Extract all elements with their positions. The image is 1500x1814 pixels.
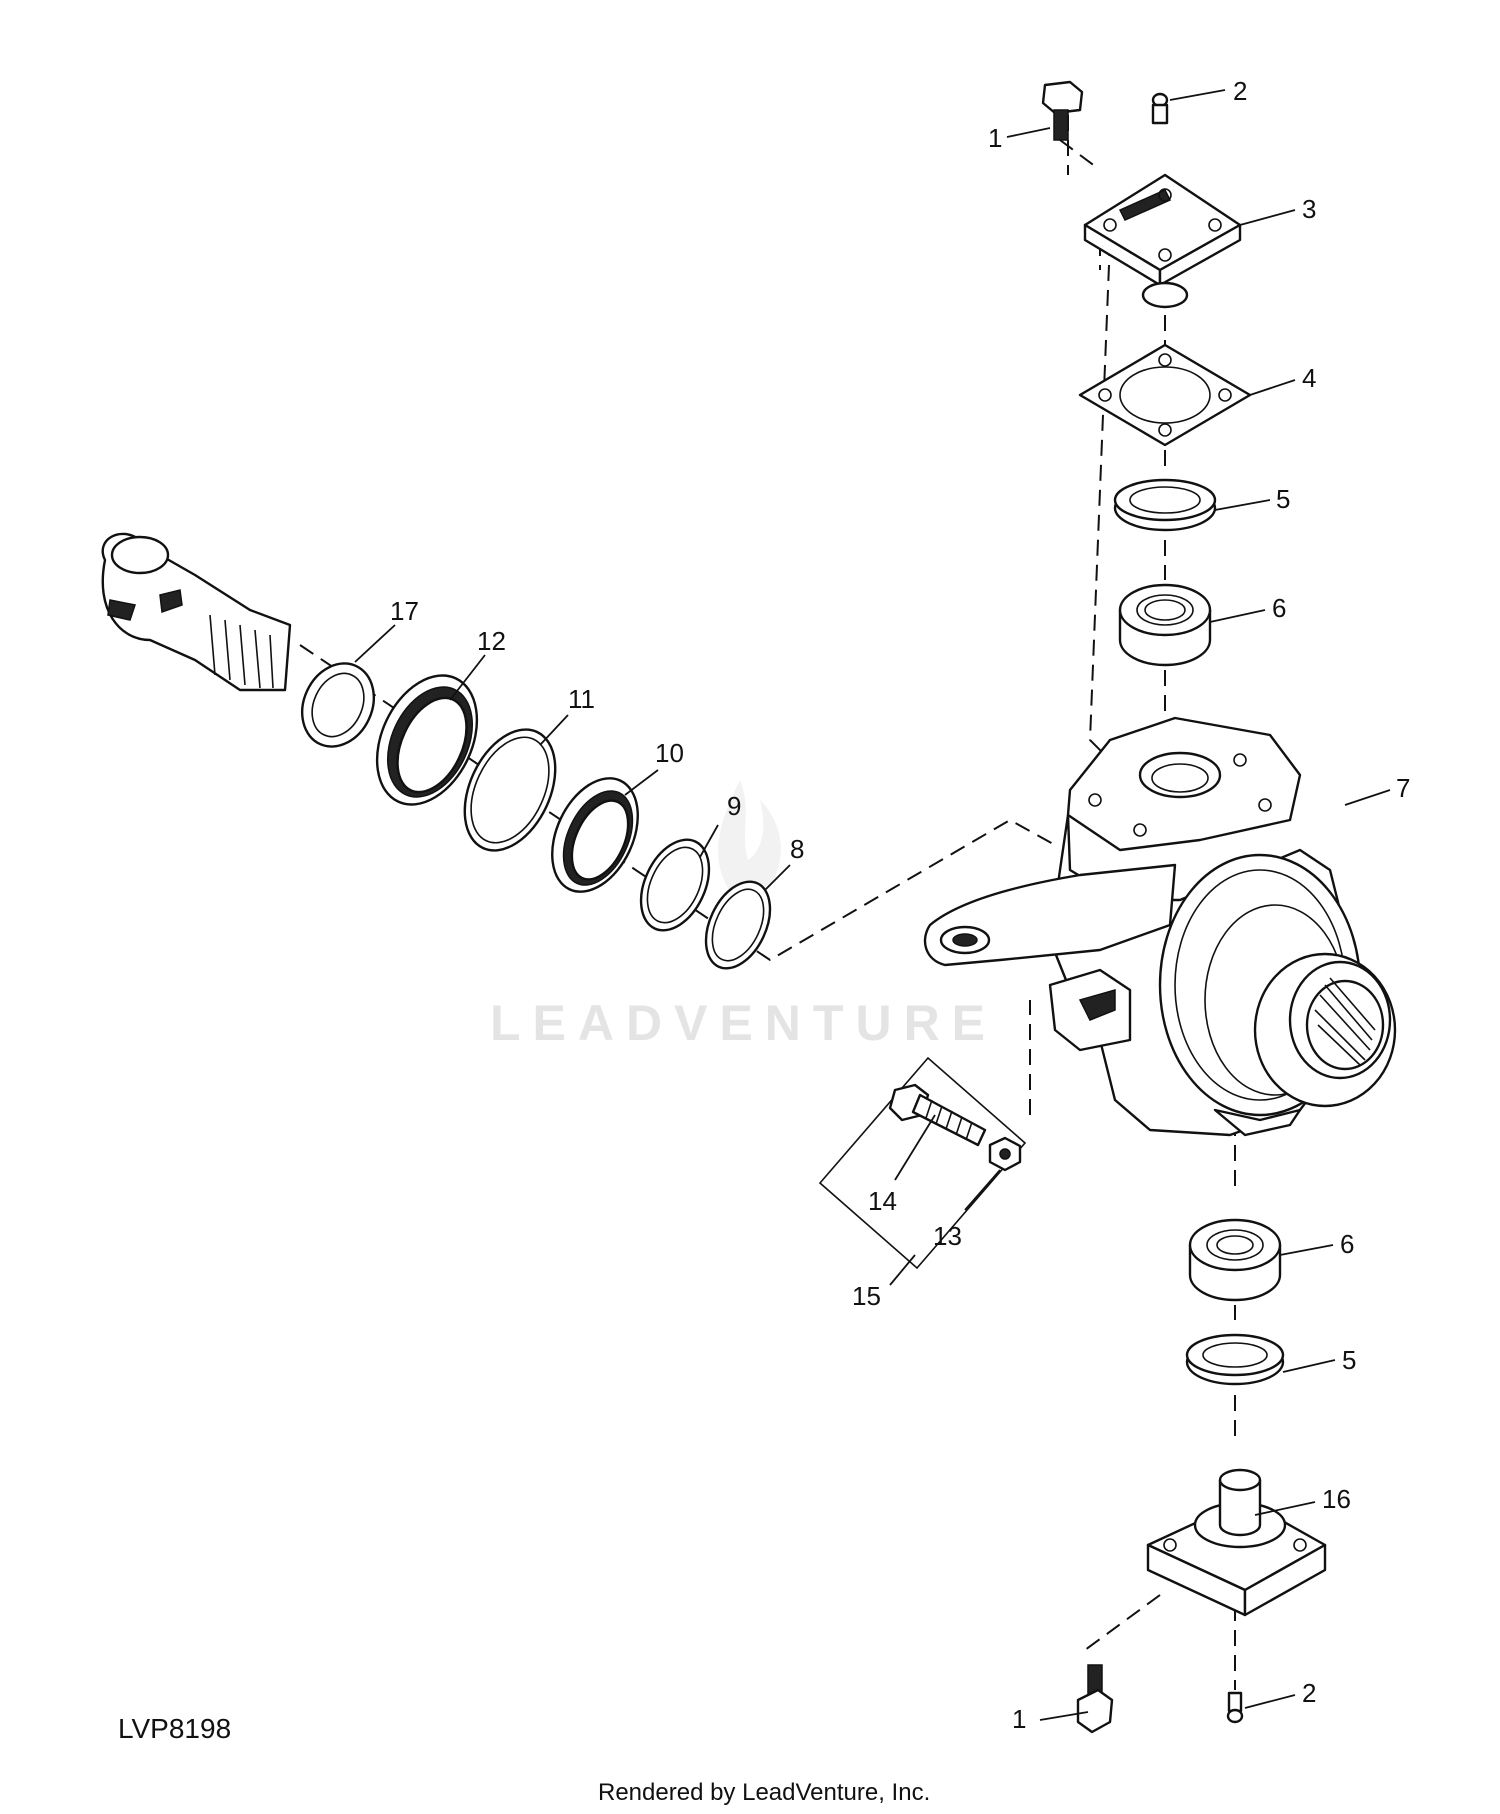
watermark-text: LEADVENTURE: [490, 995, 997, 1051]
steering-knuckle: [923, 716, 1397, 1137]
top-cap: [1083, 173, 1242, 309]
callout-9: 9: [727, 791, 741, 821]
callout-13: 13: [933, 1221, 962, 1251]
bolt-top: [1041, 80, 1084, 141]
ring-9: [639, 838, 711, 932]
grease-fitting-top: [1151, 92, 1169, 125]
callout-1-bottom: 1: [1012, 1704, 1026, 1734]
figure-id: LVP8198: [118, 1713, 231, 1744]
callout-5-bottom: 5: [1342, 1345, 1356, 1375]
grease-fitting-bottom: [1226, 1691, 1244, 1724]
callout-2-top: 2: [1233, 76, 1247, 106]
ring-17: [301, 662, 375, 748]
bolt-14: [888, 1083, 987, 1147]
callout-3: 3: [1302, 194, 1316, 224]
leader-lines: [354, 89, 1391, 1721]
gasket: [1078, 343, 1252, 447]
callout-7: 7: [1396, 773, 1410, 803]
bearing-10: [551, 777, 639, 893]
callout-17: 17: [390, 596, 419, 626]
callout-14: 14: [868, 1186, 897, 1216]
footer-credit: Rendered by LeadVenture, Inc.: [598, 1779, 930, 1806]
callout-16: 16: [1322, 1484, 1351, 1514]
callout-10: 10: [655, 738, 684, 768]
ring-8: [704, 880, 772, 970]
axle-shaft: [101, 532, 292, 692]
callout-6-bottom: 6: [1340, 1229, 1354, 1259]
callout-2-bottom: 2: [1302, 1678, 1316, 1708]
callout-1-top: 1: [988, 123, 1002, 153]
bearing-top: [1118, 583, 1212, 667]
callout-4: 4: [1302, 363, 1316, 393]
callouts: 1 2 3 4 5 6 7 17 12 11 10 9 8 14 13 15 6…: [390, 76, 1410, 1734]
callout-6-top: 6: [1272, 593, 1286, 623]
lower-pivot: [1146, 1468, 1327, 1617]
callout-12: 12: [477, 626, 506, 656]
seal-12: [375, 674, 479, 806]
callout-5-top: 5: [1276, 484, 1290, 514]
callout-15: 15: [852, 1281, 881, 1311]
watermark-flame-icon: [718, 780, 781, 910]
snap-ring-11: [463, 728, 557, 852]
seal-top: [1113, 478, 1217, 532]
callout-11: 11: [568, 684, 595, 714]
bolt-bottom: [1076, 1664, 1114, 1734]
callout-8: 8: [790, 834, 804, 864]
nut-13: [988, 1136, 1022, 1172]
bearing-bottom: [1188, 1218, 1282, 1302]
seal-bottom: [1185, 1333, 1285, 1386]
